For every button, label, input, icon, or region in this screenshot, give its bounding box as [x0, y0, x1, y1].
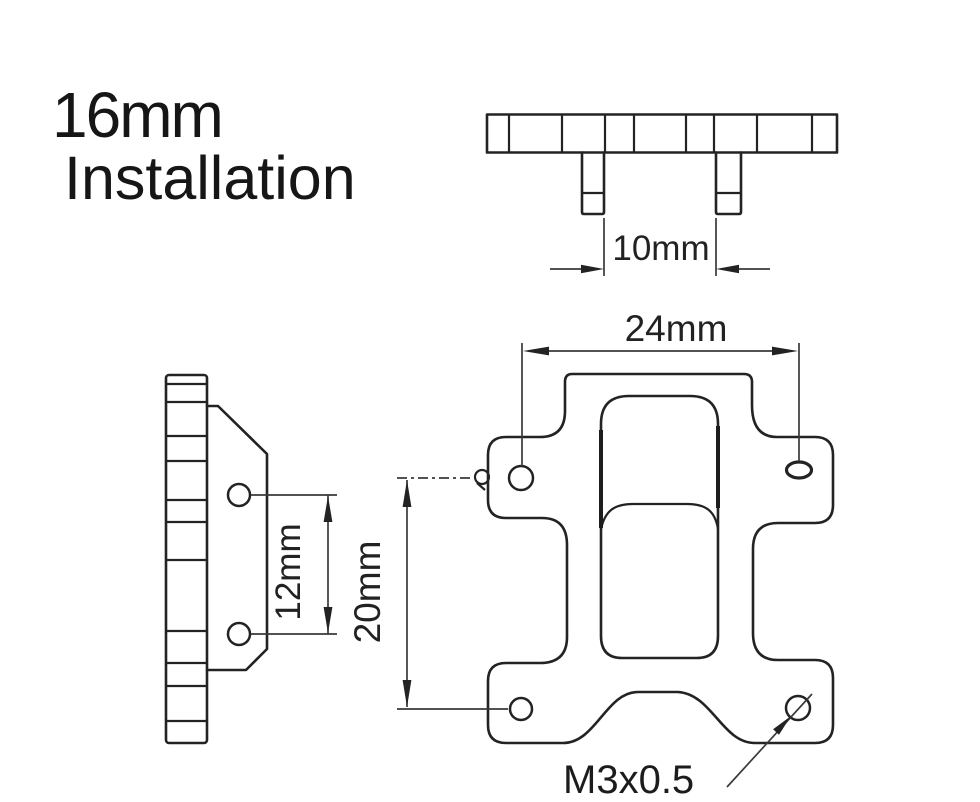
dimension-12mm-label: 12mm [269, 523, 308, 620]
side-rail-rib-lines [166, 382, 207, 723]
top-view: 10mm [485, 113, 839, 276]
left-pin [580, 151, 606, 216]
mounting-hole-bottom-left [508, 696, 534, 722]
arrowhead-left [716, 264, 739, 274]
side-hole-top [226, 482, 252, 508]
center-slot [599, 394, 720, 660]
leader-arrowhead [773, 716, 791, 735]
bracket-outline [486, 372, 835, 745]
extension-lines [251, 494, 337, 635]
dimension-10mm-label: 10mm [612, 229, 709, 268]
mounting-hole-bottom-right [784, 694, 812, 722]
dimension-20mm-label: 20mm [347, 541, 388, 644]
dimension-24mm-label: 24mm [625, 308, 728, 349]
side-plate-profile [205, 404, 269, 672]
arrowhead-down [323, 607, 333, 633]
arrowhead-up [323, 496, 333, 522]
side-view: 12mm [164, 373, 337, 745]
arrowhead-up [402, 480, 412, 507]
extension-lines [603, 218, 717, 276]
thread-callout-label: M3x0.5 [563, 758, 694, 802]
title-size-label: 16mm [52, 79, 222, 151]
extension-lines [521, 343, 800, 466]
edge-ear-hole [473, 468, 491, 486]
dimension-10mm: 10mm [550, 218, 770, 276]
thread-callout: M3x0.5 [563, 693, 813, 802]
rail-body [485, 113, 839, 154]
dimension-12mm: 12mm [251, 494, 337, 635]
side-hole-bottom [226, 621, 252, 647]
arrowhead-left [523, 346, 549, 356]
title-caption: Installation [64, 144, 356, 212]
dimension-24mm: 24mm [521, 308, 800, 466]
arrowhead-right [581, 264, 604, 274]
title-block: 16mm Installation [52, 79, 356, 212]
front-view: 24mm 20mm M3x0.5 [347, 308, 835, 802]
arrowhead-down [402, 680, 412, 707]
mounting-hole-top-right [784, 460, 814, 480]
arrowhead-right [772, 346, 798, 356]
edge-ear-tail [476, 482, 486, 491]
leader-line [726, 693, 813, 788]
rail-rib-lines [507, 114, 814, 153]
slot-inner-arch [599, 502, 720, 530]
dimension-20mm: 20mm [347, 477, 508, 710]
right-pin [714, 151, 743, 216]
mounting-hole-top-left [507, 464, 535, 492]
